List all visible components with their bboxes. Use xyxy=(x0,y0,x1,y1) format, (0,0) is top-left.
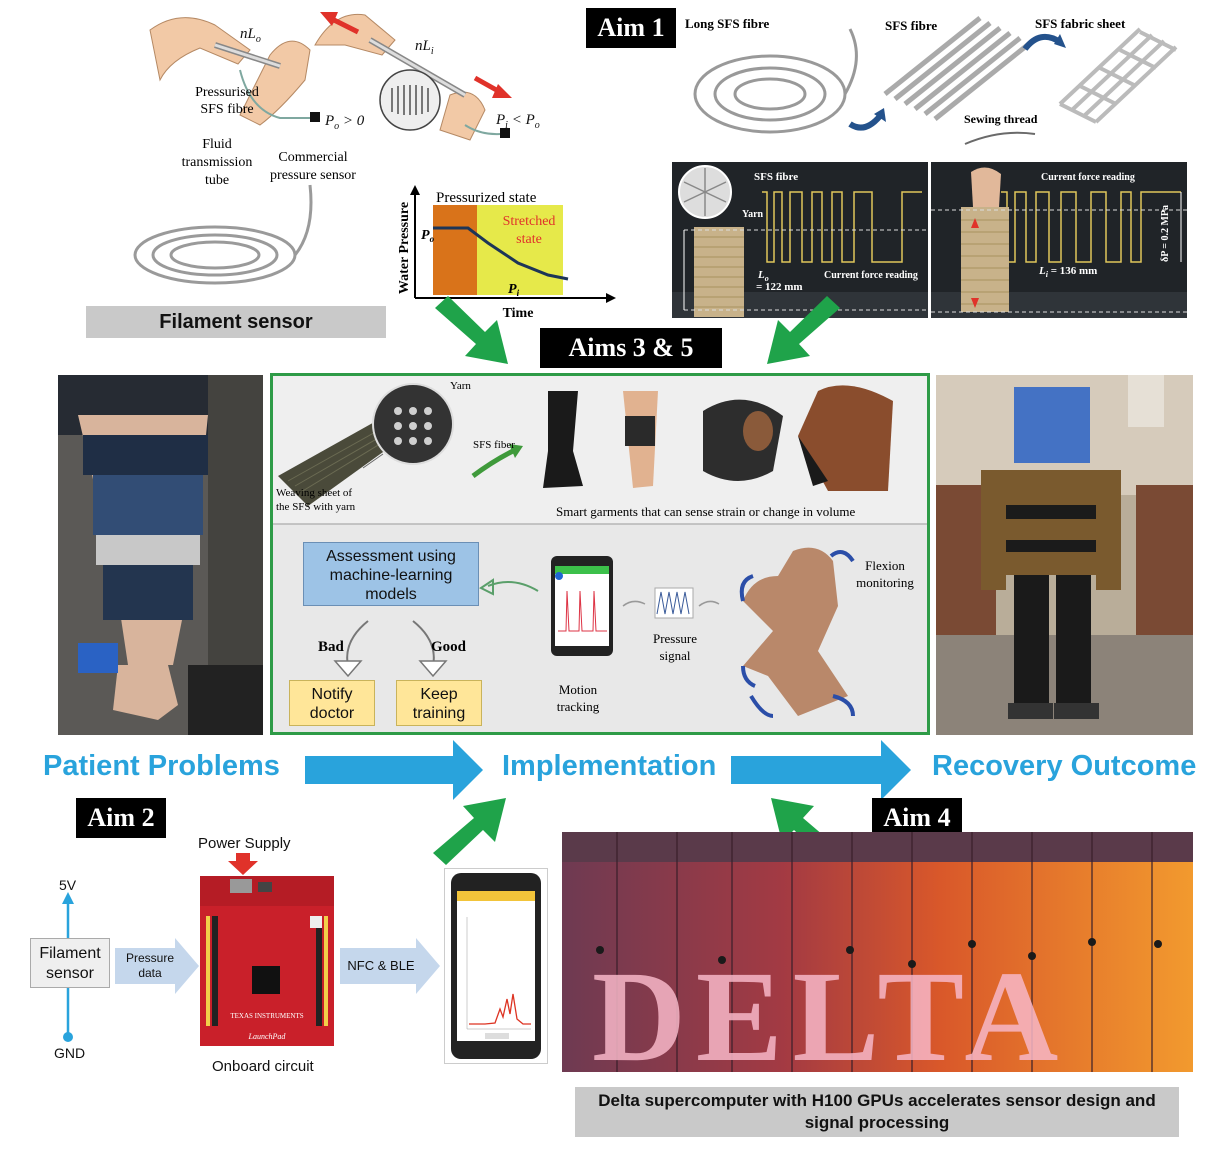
force-photo-stretched: Current force reading Li = 136 mm δP = 0… xyxy=(931,162,1187,318)
sfs-fiber-label: SFS fiber xyxy=(473,439,515,451)
po-gt0-label: Po > 0 xyxy=(324,113,365,132)
onboard-circuit-label: Onboard circuit xyxy=(212,1058,314,1075)
sfs-fibre-label: SFS fibre xyxy=(200,102,253,117)
onboard-circuit-board: TEXAS INSTRUMENTS LaunchPad xyxy=(200,876,334,1046)
stretched-label-1: Stretched xyxy=(503,214,556,229)
water-pressure-axis-label: Water Pressure xyxy=(397,202,412,294)
nli-label: nLi xyxy=(415,38,434,57)
arrow-aim1-to-implementation xyxy=(767,296,840,364)
aim1-fabrication-illustration: Long SFS fibre SFS fibre SFS fabric shee… xyxy=(680,4,1195,154)
pressure-signal-label-2: signal xyxy=(659,648,690,663)
long-sfs-fibre-label: Long SFS fibre xyxy=(685,16,770,31)
launchpad-text: LaunchPad xyxy=(248,1032,287,1041)
pressure-data-label: Pressure data xyxy=(125,951,175,980)
recovery-person-photo xyxy=(936,375,1193,735)
weaving-label-2: the SFS with yarn xyxy=(276,501,356,513)
patient-leg-photo xyxy=(58,375,263,735)
current-force-reading-right: Current force reading xyxy=(1041,172,1135,183)
pi-axis-label: Pi xyxy=(508,282,520,298)
force-photo-initial: SFS fibre Yarn Lo = 122 mm Current force… xyxy=(672,162,928,318)
smart-garments-label: Smart garments that can sense strain or … xyxy=(556,504,856,519)
power-supply-arrow xyxy=(228,853,258,875)
arrow-patient-to-implementation xyxy=(305,740,483,800)
current-force-reading-left: Current force reading xyxy=(824,270,918,281)
pressure-signal-label-1: Pressure xyxy=(653,631,697,646)
smartphone-label: Smartphone xyxy=(565,646,599,654)
keep-training-box: Keep training xyxy=(396,680,482,726)
delta-supercomputer-photo: DELTA xyxy=(562,832,1193,1072)
stage-implementation: Implementation xyxy=(502,750,717,782)
stage-recovery-outcome: Recovery Outcome xyxy=(932,750,1197,782)
stage-patient-problems: Patient Problems xyxy=(43,750,280,782)
good-label: Good xyxy=(431,639,467,655)
filament-sensor-box: Filament sensor xyxy=(30,938,110,988)
power-supply-label: Power Supply xyxy=(198,835,291,852)
5v-label: 5V xyxy=(59,877,77,893)
stretched-label-2: state xyxy=(516,232,542,247)
nlo-label: nLo xyxy=(240,26,261,45)
nfc-ble-arrow-shape xyxy=(340,938,440,994)
aim-1-label: Aim 1 xyxy=(586,8,676,48)
time-axis-label: Time xyxy=(503,306,534,321)
pressure-plot: Water Pressure Time Pressurized state St… xyxy=(388,183,628,323)
nfc-ble-label: NFC & BLE xyxy=(347,958,415,973)
force-sfs-fibre-label: SFS fibre xyxy=(754,171,798,183)
ti-logo-text: TEXAS INSTRUMENTS xyxy=(230,1012,303,1020)
aim-2-label: Aim 2 xyxy=(76,798,166,838)
delta-caption: Delta supercomputer with H100 GPUs accel… xyxy=(575,1087,1179,1137)
delta-word: DELTA xyxy=(592,945,1068,1072)
aim1-sfs-fibre-label: SFS fibre xyxy=(885,18,937,33)
pi-lt-po-label: Pi < Po xyxy=(495,112,540,131)
assessment-box: Assessment using machine-learning models xyxy=(303,542,479,606)
delta-p-label: δP = 0.2 MPa xyxy=(1160,205,1171,262)
filament-illustration: nLo nLi Po > 0 Pi < Po Pressurised SFS f… xyxy=(120,0,560,300)
force-yarn-label: Yarn xyxy=(742,209,764,220)
commercial-label-2: pressure sensor xyxy=(270,168,356,183)
arrow-implementation-to-recovery xyxy=(731,740,911,800)
pressurised-label: Pressurised xyxy=(195,85,259,100)
flexion-label-2: monitoring xyxy=(856,575,914,590)
sewing-thread-label: Sewing thread xyxy=(964,112,1038,126)
li-value-label: Li = 136 mm xyxy=(1038,265,1097,279)
aim-4-label: Aim 4 xyxy=(872,798,962,838)
flexion-label-1: Flexion xyxy=(865,558,905,573)
motion-label-1: Motion xyxy=(559,682,598,697)
notify-doctor-box: Notify doctor xyxy=(289,680,375,726)
fluid-label-2: transmission xyxy=(182,155,253,170)
aims-3-5-label: Aims 3 & 5 xyxy=(540,328,722,368)
arrow-filament-to-implementation xyxy=(435,296,508,364)
commercial-label-1: Commercial xyxy=(278,150,347,165)
pressure-data-arrow-shape xyxy=(115,938,199,994)
filament-sensor-caption: Filament sensor xyxy=(86,306,386,338)
aim2-smartphone xyxy=(444,868,548,1064)
weaving-label-1: Weaving sheet of xyxy=(276,487,352,499)
pressurized-state-label: Pressurized state xyxy=(436,190,537,206)
fluid-label-3: tube xyxy=(205,173,229,188)
yarn-label: Yarn xyxy=(450,380,471,392)
motion-label-2: tracking xyxy=(557,699,600,714)
implementation-panel: Yarn SFS fiber Weaving sheet of the SFS … xyxy=(270,373,930,735)
arrow-aim2-to-implementation xyxy=(433,798,506,865)
lo-label: Lo xyxy=(757,269,769,283)
po-axis-label: Po xyxy=(421,228,435,244)
bad-label: Bad xyxy=(318,639,345,655)
sfs-fabric-sheet-label: SFS fabric sheet xyxy=(1035,16,1126,31)
gnd-label: GND xyxy=(54,1045,86,1061)
fluid-label-1: Fluid xyxy=(202,137,232,152)
lo-value-label: = 122 mm xyxy=(756,281,803,293)
